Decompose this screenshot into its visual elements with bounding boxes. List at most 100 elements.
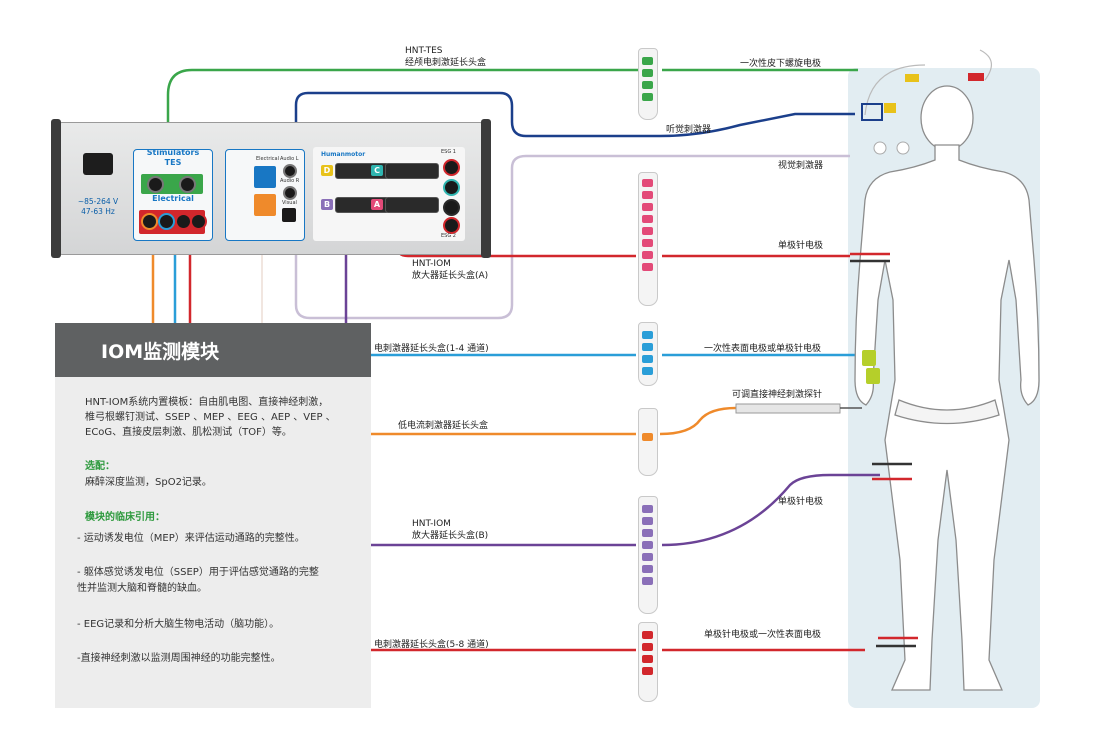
amp-b-socket (642, 577, 653, 585)
brand-logo: Humanmotor (321, 151, 366, 158)
label-mono-needle: 单极针电极 (778, 241, 824, 251)
stim14-socket (642, 367, 653, 375)
optional-text: 麻醉深度监测，SpO2记录。 (85, 477, 212, 488)
low-current-extension-box (638, 408, 658, 476)
audio-l-label: Audio L (280, 156, 299, 162)
tes-box-socket (642, 69, 653, 77)
amp-a-socket (642, 239, 653, 247)
amp-a-socket (642, 263, 653, 271)
device-left-handle (51, 119, 61, 258)
esg1-jack-2[interactable] (443, 179, 460, 196)
label-low-current: 低电流刺激器延长头盒 (398, 421, 489, 431)
tes-extension-box (638, 48, 658, 120)
head-electrodes (861, 49, 992, 155)
human-body (854, 85, 1040, 691)
stim14-socket (642, 355, 653, 363)
esg2-jack-2[interactable] (443, 217, 460, 234)
label-auditory: 听觉刺激器 (666, 125, 712, 135)
electrical-jack-red-2[interactable] (190, 213, 207, 230)
clinical-item: -直接神经刺激以监测周围神经的功能完整性。 (77, 653, 281, 664)
esg1-label: ESG 1 (441, 149, 456, 155)
auditory-cable (294, 91, 855, 225)
amp-b-socket (642, 505, 653, 513)
stim14-socket (642, 331, 653, 339)
label-probe: 可调直接神经刺激探针 (732, 390, 823, 400)
visual-cable (294, 154, 850, 320)
clinical-item: 性并监测大脑和脊髓的缺血。 (77, 583, 207, 594)
stim58-extension-box (638, 622, 658, 702)
audio-l-jack[interactable] (283, 164, 297, 178)
stimulators-panel: Stimulators TES Electrical (133, 148, 213, 241)
amp-b-socket (642, 541, 653, 549)
label-stim-1-4: 电刺激器延长头盒(1-4 通道) (374, 344, 489, 354)
info-header: IOM监测模块 (55, 323, 371, 377)
tes-box-socket (642, 81, 653, 89)
clinical-heading: 模块的临床引用： (85, 512, 165, 523)
clinical-item: - 躯体感觉诱发电位（SSEP）用于评估感觉通路的完整 (77, 567, 319, 578)
clinical-item: - EEG记录和分析大脑生物电活动（脑功能）。 (77, 619, 280, 630)
power-voltage: ~85-264 V (77, 197, 119, 206)
amp-a-socket (642, 227, 653, 235)
port-d-tag: D (321, 165, 333, 176)
label-amp-b: 放大器延长头盒(B) (412, 531, 489, 541)
label-hnt-tes: HNT-TES (405, 46, 443, 56)
port-a-connector[interactable] (385, 197, 439, 213)
label-visual: 视觉刺激器 (778, 161, 824, 171)
label-needle-or-surface: 单极针电极或一次性表面电极 (704, 630, 822, 640)
electrical-title: Electrical (152, 194, 194, 203)
info-title: IOM监测模块 (101, 341, 220, 363)
iom-main-unit: ~85-264 V 47-63 Hz Stimulators TES Elect… (51, 119, 491, 258)
tes-box-socket (642, 57, 653, 65)
port-b-tag: B (321, 199, 333, 210)
stim14-socket (642, 343, 653, 351)
electrical-socket-icon[interactable] (254, 166, 276, 188)
amp-b-extension-box (638, 496, 658, 614)
surface-electrode-1 (862, 350, 876, 366)
electrical-jack-orange[interactable] (141, 213, 158, 230)
esg2-jack-1[interactable] (443, 199, 460, 216)
amp-b-socket (642, 553, 653, 561)
audio-r-jack[interactable] (283, 186, 297, 200)
audio-visual-panel: Electrical Audio L Audio R Visual (225, 149, 305, 241)
info-intro-line: 椎弓根螺钉测试、SSEP 、MEP 、EEG 、AEP 、VEP 、 (85, 412, 336, 423)
power-frequency: 47-63 Hz (81, 207, 115, 216)
device-right-handle (481, 119, 491, 258)
electrical-label: Electrical (256, 156, 279, 162)
tes-box-socket (642, 93, 653, 101)
stim58-socket (642, 667, 653, 675)
amp-b-socket (642, 565, 653, 573)
clinical-item: - 运动诱发电位（MEP）来评估运动通路的完整性。 (77, 533, 305, 544)
label-stim-5-8: 电刺激器延长头盒(5-8 通道) (374, 640, 489, 650)
esg1-jack-1[interactable] (443, 159, 460, 176)
power-panel: ~85-264 V 47-63 Hz (69, 139, 127, 237)
label-hnt-iom-b: HNT-IOM (412, 519, 451, 529)
surface-electrode-2 (866, 368, 880, 384)
stim58-socket (642, 655, 653, 663)
tes-jack-2[interactable] (179, 176, 196, 193)
audio-r-label: Audio R (280, 178, 300, 184)
info-intro-line: ECoG、直接皮层刺激、肌松测试（TOF）等。 (85, 427, 292, 438)
port-c-connector[interactable] (385, 163, 439, 179)
info-panel: IOM监测模块 HNT-IOM系统内置模板：自由肌电图、直接神经刺激， 椎弓根螺… (55, 323, 371, 708)
stimulators-title: Stimulators (146, 148, 200, 157)
low-current-socket (642, 433, 653, 441)
visual-socket-icon[interactable] (282, 208, 296, 222)
tes-title: TES (164, 158, 182, 167)
stim58-socket (642, 631, 653, 639)
amp-a-socket (642, 191, 653, 199)
label-surface-or-needle: 一次性表面电极或单极针电极 (704, 344, 822, 354)
tes-ports (141, 174, 203, 194)
info-intro-line: HNT-IOM系统内置模板：自由肌电图、直接神经刺激， (85, 397, 329, 408)
tes-jack-1[interactable] (147, 176, 164, 193)
amp-a-socket (642, 203, 653, 211)
ss-sensor-socket-icon[interactable] (254, 194, 276, 216)
label-disposable-spiral: 一次性皮下螺旋电极 (740, 59, 822, 69)
port-a-tag: A (371, 199, 383, 210)
electrical-jack-blue[interactable] (158, 213, 175, 230)
optional-heading: 选配： (85, 461, 115, 472)
amp-b-socket (642, 529, 653, 537)
amplifier-panel: Humanmotor D C B A ESG 1 ESG 2 (313, 147, 465, 241)
tes-cable (166, 68, 858, 170)
label-hnt-iom-a: HNT-IOM (412, 259, 451, 269)
